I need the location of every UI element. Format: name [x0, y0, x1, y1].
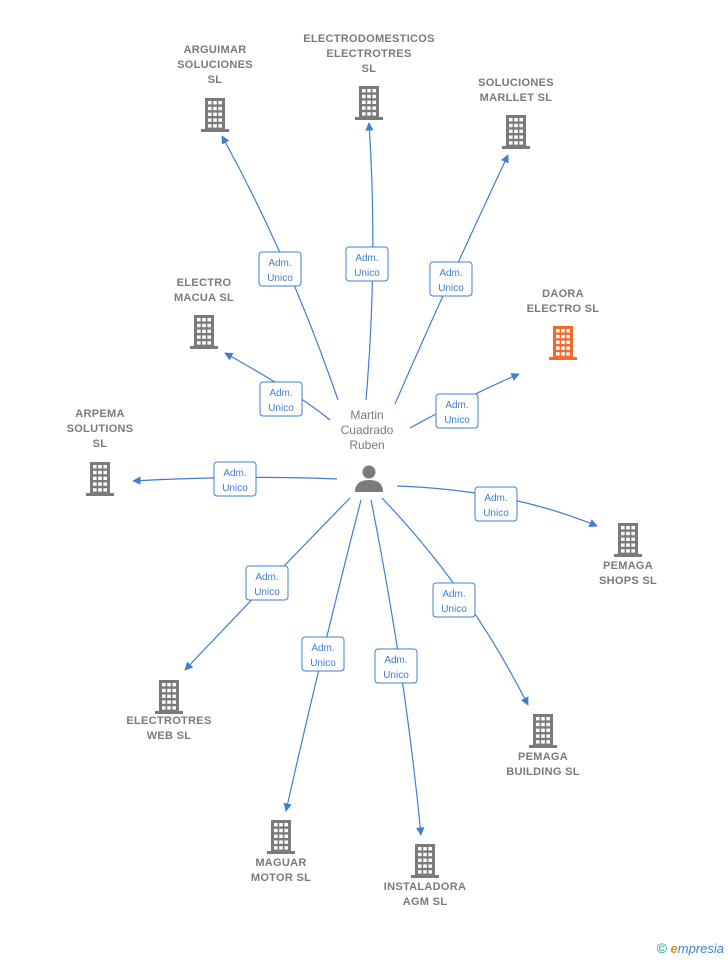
building-icon [411, 844, 439, 878]
edge-label-arpema-solutions[interactable]: Adm. Unico [213, 461, 257, 497]
edge-label-line: Unico [267, 273, 293, 284]
edge-label-line: Adm. [355, 253, 378, 264]
building-icon [355, 86, 383, 120]
building-icon [549, 326, 577, 360]
building-icon [201, 98, 229, 132]
edge-label-line: Adm. [223, 468, 246, 479]
company-name-line: SL [362, 63, 377, 75]
edge-label-line: Unico [354, 268, 380, 279]
company-node-electrotres-web[interactable]: ELECTROTRES WEB SL [126, 680, 211, 742]
building-icon [502, 115, 530, 149]
company-name-line: BUILDING SL [506, 766, 580, 778]
company-node-electrodomesticos[interactable]: ELECTRODOMESTICOS ELECTROTRES SL [303, 33, 435, 120]
edge-label-soluciones-marllet[interactable]: Adm. Unico [429, 261, 473, 297]
company-name-line: INSTALADORA [384, 881, 467, 893]
company-name-line: ELECTRO SL [527, 303, 600, 315]
edge-label-arguimar[interactable]: Adm. Unico [258, 251, 302, 287]
building-icon [190, 315, 218, 349]
edge-label-line: Adm. [439, 268, 462, 279]
company-name-line: ARGUIMAR [184, 44, 247, 56]
edge-label-line: Unico [441, 604, 467, 615]
edge-label-line: Unico [438, 283, 464, 294]
company-name-line: PEMAGA [603, 560, 653, 572]
company-name-line: ARPEMA [75, 408, 124, 420]
edge-label-line: Adm. [445, 400, 468, 411]
company-name-line: PEMAGA [518, 751, 568, 763]
company-name-line: SL [93, 438, 108, 450]
edge-label-line: Unico [310, 658, 336, 669]
edge-label-line: Adm. [255, 572, 278, 583]
edge-label-line: Adm. [384, 655, 407, 666]
person-name-line: Ruben [349, 438, 384, 452]
edge-label-instaladora-agm[interactable]: Adm. Unico [374, 648, 418, 684]
edge-label-pemaga-shops[interactable]: Adm. Unico [474, 486, 518, 522]
building-icon [614, 523, 642, 557]
company-name-line: SOLUCIONES [177, 59, 253, 71]
company-name-line: MACUA SL [174, 292, 234, 304]
company-node-instaladora-agm[interactable]: INSTALADORA AGM SL [384, 844, 467, 908]
edge-label-daora-electro[interactable]: Adm. Unico [435, 393, 479, 429]
company-name-line: ELECTRODOMESTICOS [303, 33, 435, 45]
company-node-electro-macua[interactable]: ELECTRO MACUA SL [174, 277, 234, 349]
edge-label-line: Adm. [268, 258, 291, 269]
company-name-line: MOTOR SL [251, 872, 311, 884]
company-node-daora-electro[interactable]: DAORA ELECTRO SL [527, 288, 600, 360]
company-node-soluciones-marllet[interactable]: SOLUCIONES MARLLET SL [478, 77, 554, 149]
company-name-line: SOLUTIONS [67, 423, 134, 435]
edge-label-line: Unico [383, 670, 409, 681]
company-name-line: DAORA [542, 288, 584, 300]
building-icon [267, 820, 295, 854]
person-icon [355, 465, 383, 492]
company-name-line: SL [208, 74, 223, 86]
company-name-line: ELECTROTRES [326, 48, 411, 60]
company-name-line: SHOPS SL [599, 575, 657, 587]
edge-label-maguar-motor[interactable]: Adm. Unico [301, 636, 345, 672]
company-node-maguar-motor[interactable]: MAGUAR MOTOR SL [251, 820, 311, 884]
brand-e: e [670, 941, 678, 956]
copyright-icon: © [656, 940, 667, 956]
company-name-line: AGM SL [403, 896, 448, 908]
edge-label-line: Unico [222, 483, 248, 494]
footer-brand[interactable]: © empresia [657, 940, 724, 956]
brand-name: mpresia [677, 941, 724, 956]
company-name-line: MARLLET SL [480, 92, 553, 104]
edge-label-electrotres-web[interactable]: Adm. Unico [245, 565, 289, 601]
building-icon [86, 462, 114, 496]
edge-label-electro-macua[interactable]: Adm. Unico [259, 381, 303, 417]
edge-label-line: Unico [483, 508, 509, 519]
company-node-arpema-solutions[interactable]: ARPEMA SOLUTIONS SL [67, 408, 134, 496]
company-name-line: SOLUCIONES [478, 77, 554, 89]
edge-label-line: Unico [268, 403, 294, 414]
edge-label-electrodomesticos[interactable]: Adm. Unico [345, 246, 389, 282]
building-icon [529, 714, 557, 748]
building-icon [155, 680, 183, 714]
company-name-line: WEB SL [147, 730, 192, 742]
person-name-line: Martin [350, 408, 383, 422]
edge-label-pemaga-building[interactable]: Adm. Unico [432, 582, 476, 618]
company-node-pemaga-shops[interactable]: PEMAGA SHOPS SL [599, 523, 657, 587]
company-node-pemaga-building[interactable]: PEMAGA BUILDING SL [506, 714, 580, 778]
company-name-line: ELECTROTRES [126, 715, 211, 727]
edge-label-line: Unico [254, 587, 280, 598]
edge-label-line: Adm. [311, 643, 334, 654]
edge-label-line: Adm. [484, 493, 507, 504]
edge-label-line: Adm. [269, 388, 292, 399]
company-node-arguimar[interactable]: ARGUIMAR SOLUCIONES SL [177, 44, 253, 132]
company-name-line: MAGUAR [255, 857, 306, 869]
person-name-line: Cuadrado [341, 423, 394, 437]
edge-label-line: Unico [444, 415, 470, 426]
edge-label-line: Adm. [442, 589, 465, 600]
company-name-line: ELECTRO [177, 277, 232, 289]
